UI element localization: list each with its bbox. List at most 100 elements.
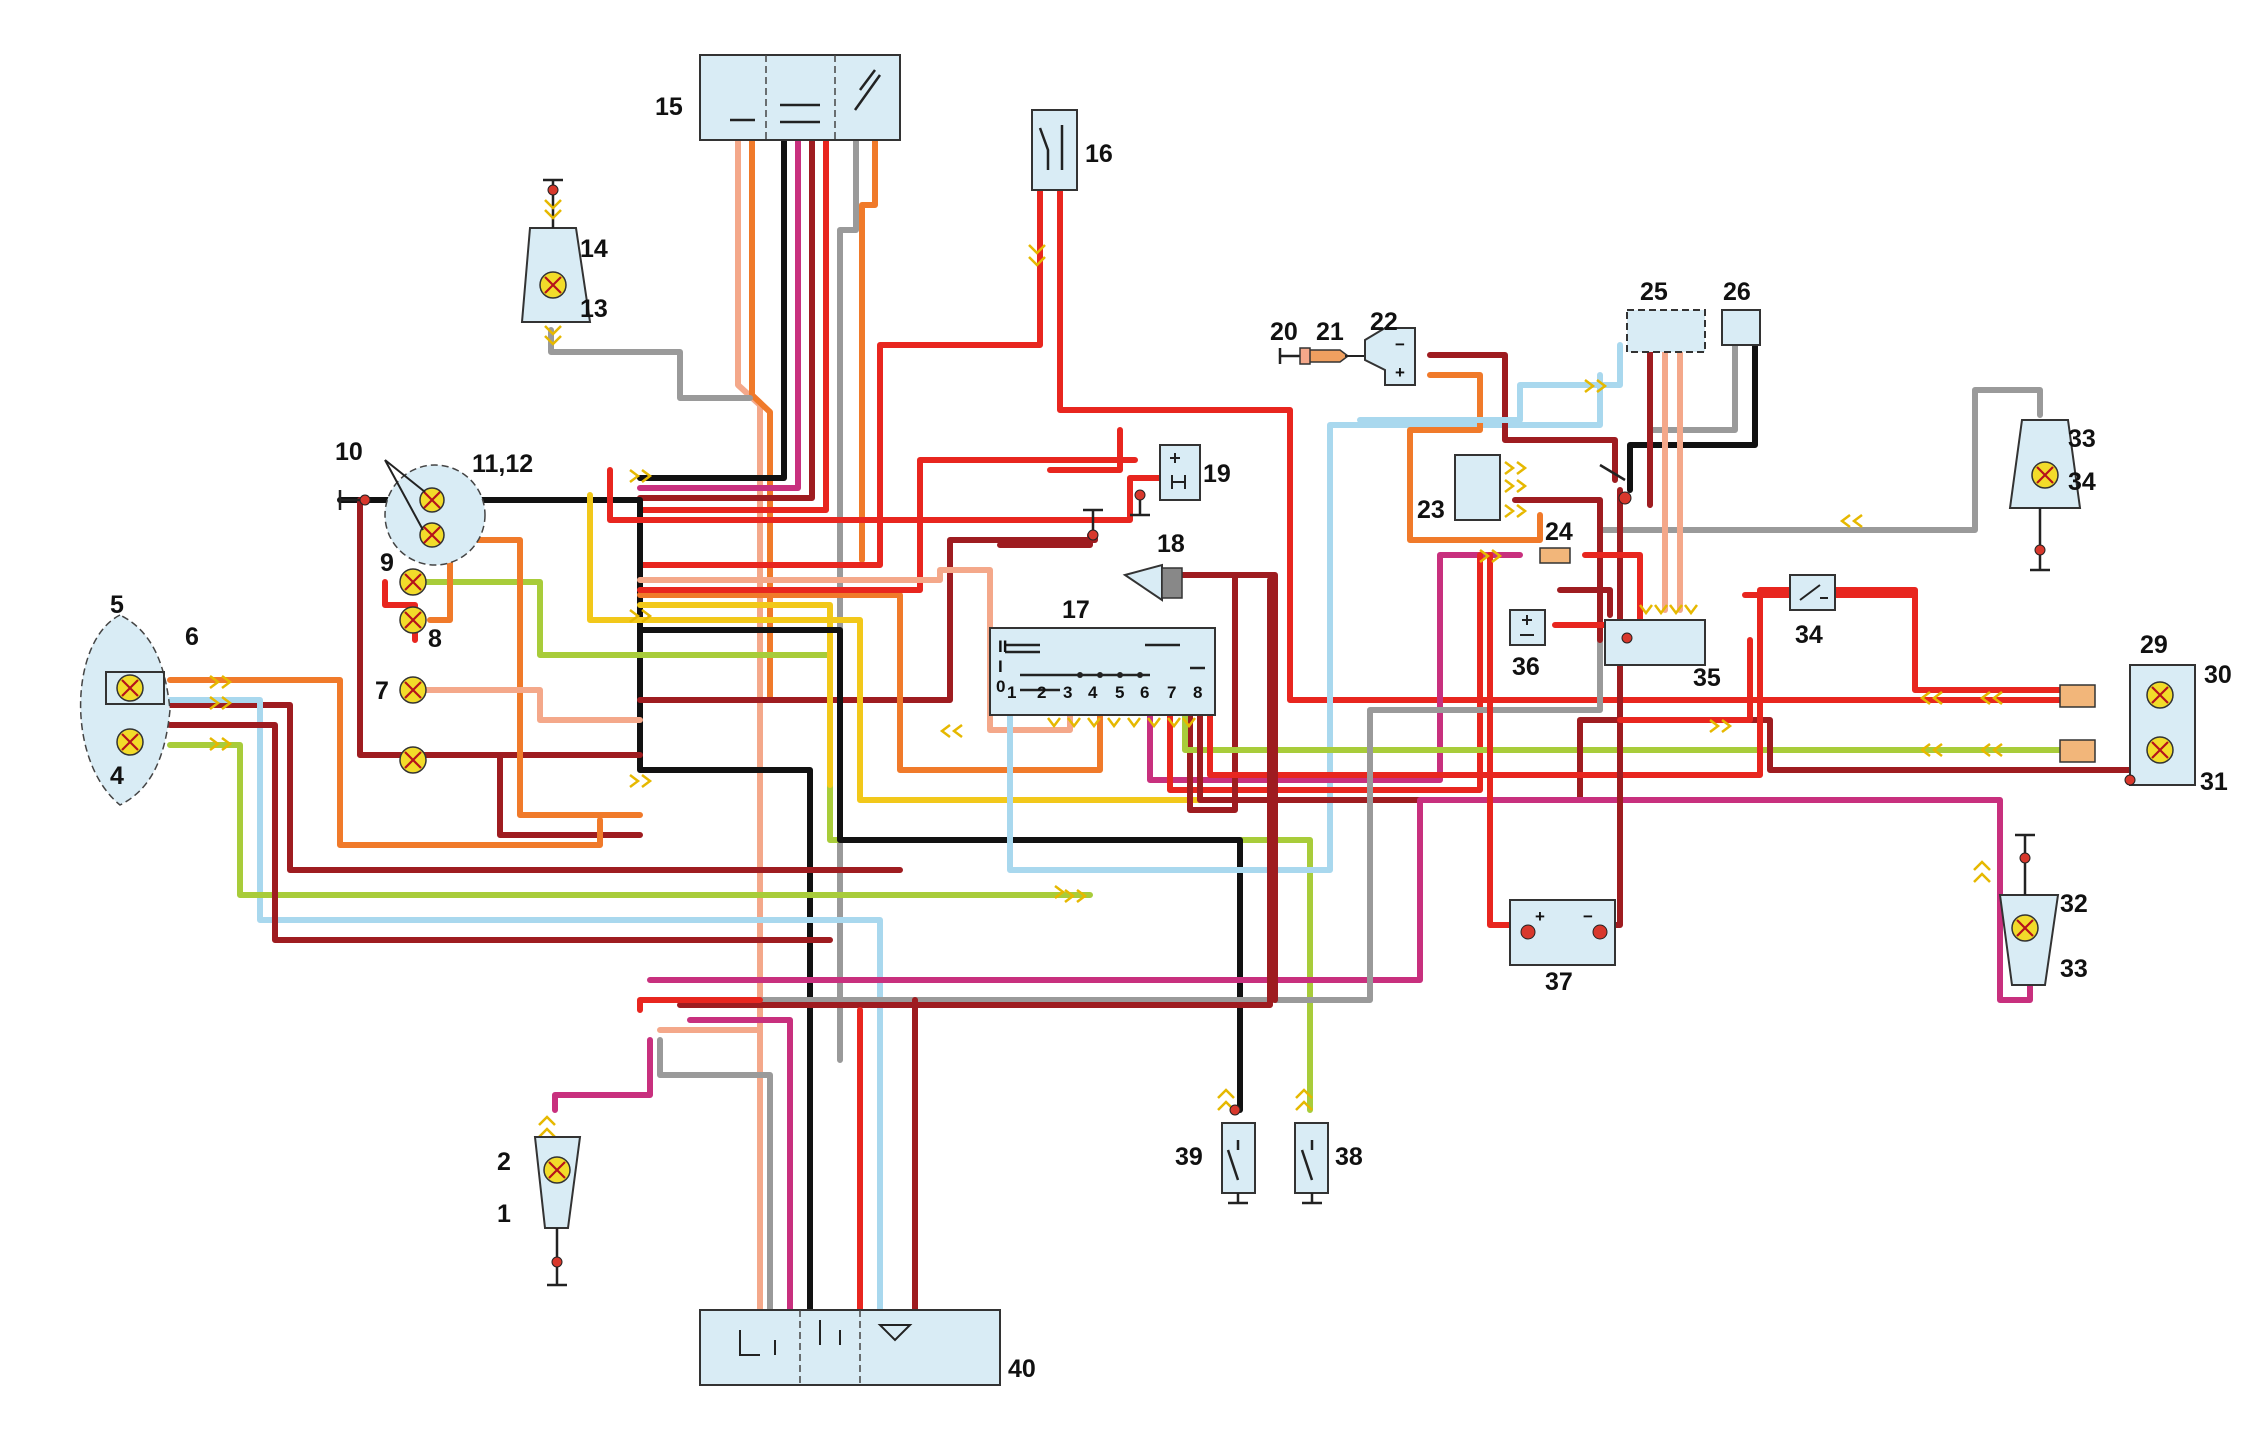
- sensor-22-body: [1364, 327, 1416, 386]
- ground-point: [1087, 529, 1099, 541]
- wire-orange: [749, 137, 773, 703]
- label-24: 24: [1545, 518, 1573, 546]
- component-40-switch-block: [699, 1309, 1001, 1386]
- connector-marker: [1973, 860, 1991, 883]
- label-34-switch: 34: [1795, 621, 1823, 649]
- wire-dark-red: [1427, 352, 1618, 483]
- ground-point: [359, 494, 371, 506]
- connector-marker: [629, 774, 653, 788]
- switch-16-body: [1031, 109, 1078, 191]
- label-13: 13: [580, 295, 608, 323]
- label-4: 4: [110, 762, 124, 790]
- lamp-10b: [419, 522, 445, 548]
- lamp-1: [543, 1156, 571, 1184]
- wires: [167, 122, 2133, 1313]
- ground-point: [551, 1256, 563, 1268]
- fuse-block: [1539, 463, 1632, 564]
- wire-dark-red: [422, 752, 643, 838]
- label-11-12: 11,12: [472, 450, 533, 478]
- module-26-body: [1721, 309, 1761, 346]
- ground-point: [1134, 489, 1146, 501]
- switch-34-body: [1789, 574, 1836, 611]
- connector-marker: [1584, 379, 1608, 393]
- wire-magenta: [687, 1017, 793, 1313]
- connector-marker: [1054, 885, 1066, 899]
- lamp-13: [539, 271, 567, 299]
- switch-38-contact: [1300, 1140, 1322, 1205]
- label-21: 21: [1316, 318, 1344, 346]
- wire-red: [637, 997, 763, 1013]
- socket-frame: [105, 671, 165, 705]
- lamp-4: [116, 728, 144, 756]
- wire-orange: [427, 537, 643, 818]
- tail-connector: [2059, 739, 2096, 763]
- label-7: 7: [375, 677, 389, 705]
- label-33-top: 33: [2068, 425, 2096, 453]
- pin-label-7: 7: [1167, 683, 1176, 702]
- component-labels: 1 2 4 5 6 7 8 9 10 11,12 13 14 15 16 17 …: [110, 93, 2232, 1383]
- connector-marker: [1709, 719, 1733, 733]
- relay-25-body: [1626, 309, 1706, 353]
- label-2: 2: [497, 1148, 511, 1176]
- wire-light-blue: [167, 697, 883, 1313]
- component-14-lamp-housing: [520, 178, 592, 346]
- component-23-regulator: [1454, 454, 1528, 521]
- label-34-top: 34: [2068, 468, 2096, 496]
- label-23: 23: [1417, 496, 1445, 524]
- component-20-22-sensor: + −: [1278, 327, 1416, 386]
- component-37-battery: + −: [1509, 899, 1616, 966]
- wire-black: [337, 497, 813, 1313]
- connector-marker: [1979, 743, 2003, 757]
- wire-salmon: [417, 687, 643, 723]
- wire-dark-red: [1557, 587, 1613, 618]
- sensor-plus: +: [1395, 363, 1405, 382]
- connector-marker: [1064, 889, 1088, 903]
- label-20: 20: [1270, 318, 1298, 346]
- battery-plus-label: +: [1535, 907, 1545, 926]
- lamp-30: [2146, 681, 2174, 709]
- ground-point: [1618, 491, 1632, 505]
- connector-marker: [1919, 743, 1943, 757]
- label-8: 8: [428, 625, 442, 653]
- wire-light-blue: [1357, 342, 1623, 423]
- battery-terminal-minus: [1592, 924, 1608, 940]
- ground-point: [547, 184, 559, 196]
- wire-red: [637, 457, 1138, 593]
- connector-marker: [939, 724, 963, 738]
- component-29-tail-light: [2059, 664, 2196, 786]
- component-1-2-lamp: [533, 1136, 582, 1287]
- pointer-line: [384, 459, 424, 531]
- ground-point: [1621, 632, 1633, 644]
- wire-salmon: [637, 567, 1073, 733]
- contact-symbol: [739, 1320, 913, 1356]
- connector-marker: [209, 737, 233, 751]
- wire-red: [607, 467, 1188, 523]
- label-36: 36: [1512, 653, 1540, 681]
- horn-18-body: [1122, 563, 1163, 602]
- label-14: 14: [580, 235, 608, 263]
- label-22: 22: [1370, 308, 1398, 336]
- connector-marker: [1979, 691, 2003, 705]
- wire-dark-red: [1197, 712, 2133, 803]
- wire-black: [637, 137, 787, 481]
- label-31: 31: [2200, 768, 2228, 796]
- connector-marker: [1295, 1088, 1313, 1111]
- component-11-12-instrument: [338, 459, 486, 566]
- wire-red: [637, 187, 1043, 568]
- ground-17: [1083, 508, 1103, 541]
- module-35-body: [1604, 619, 1706, 666]
- battery-minus-label: −: [1583, 907, 1593, 926]
- switch-38-body: [1294, 1122, 1329, 1194]
- wire-red: [637, 137, 829, 513]
- switch-contact: [1038, 125, 1064, 170]
- connector-marker: [538, 1115, 556, 1138]
- wire-dark-red: [167, 702, 903, 873]
- switch-contacts: [1005, 643, 1205, 692]
- label-10: 10: [335, 438, 363, 466]
- relay-19-body: [1159, 444, 1201, 501]
- component-39-switch: [1221, 1104, 1256, 1205]
- label-32: 32: [2060, 890, 2088, 918]
- lamp-7: [399, 676, 427, 704]
- component-18-horn: [1122, 563, 1183, 602]
